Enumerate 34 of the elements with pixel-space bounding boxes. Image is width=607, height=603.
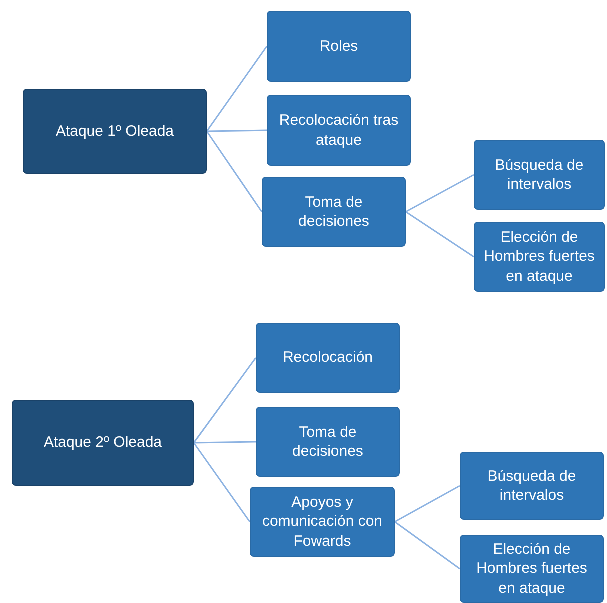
subtopic-box	[267, 11, 411, 82]
subtopic-box	[267, 95, 411, 166]
connector-line	[394, 485, 460, 523]
subtopic-box	[474, 140, 605, 210]
connector-line	[206, 130, 268, 132]
connector-line	[206, 131, 263, 212]
node-label: Roles	[320, 36, 358, 56]
node-label: Recolocación tras ataque	[278, 111, 400, 150]
subtopic-box	[474, 222, 605, 292]
connector-line	[406, 174, 474, 213]
subtopic-box	[262, 177, 406, 247]
subtopic-box	[256, 407, 400, 477]
connector-line	[193, 358, 257, 444]
subtopic-box	[460, 452, 604, 520]
connector-line	[394, 521, 460, 570]
node-label: Recolocación	[282, 348, 374, 368]
subtopic-box	[256, 323, 400, 393]
node-label: Elección de Hombres fuertes en ataque	[483, 228, 596, 286]
node-label: Toma de decisiones	[292, 422, 364, 462]
connector-line	[206, 46, 268, 132]
connector-line	[406, 211, 474, 258]
root-topic-box	[23, 89, 207, 174]
root-topic-box	[12, 400, 194, 486]
node-label: Búsqueda de intervalos	[486, 466, 578, 506]
connector-line	[193, 442, 251, 522]
subtopic-box	[460, 535, 604, 603]
node-label: Elección de Hombres fuertes en ataque	[476, 540, 588, 598]
node-label: Búsqueda de intervalos	[494, 156, 585, 194]
connector-line	[194, 441, 256, 444]
node-label: Ataque 2º Oleada	[44, 433, 162, 453]
node-label: Ataque 1º Oleada	[56, 122, 174, 142]
node-label: Toma de decisiones	[298, 192, 370, 232]
subtopic-box	[250, 487, 395, 557]
node-label: Apoyos y comunicación con Fowards	[261, 492, 384, 552]
